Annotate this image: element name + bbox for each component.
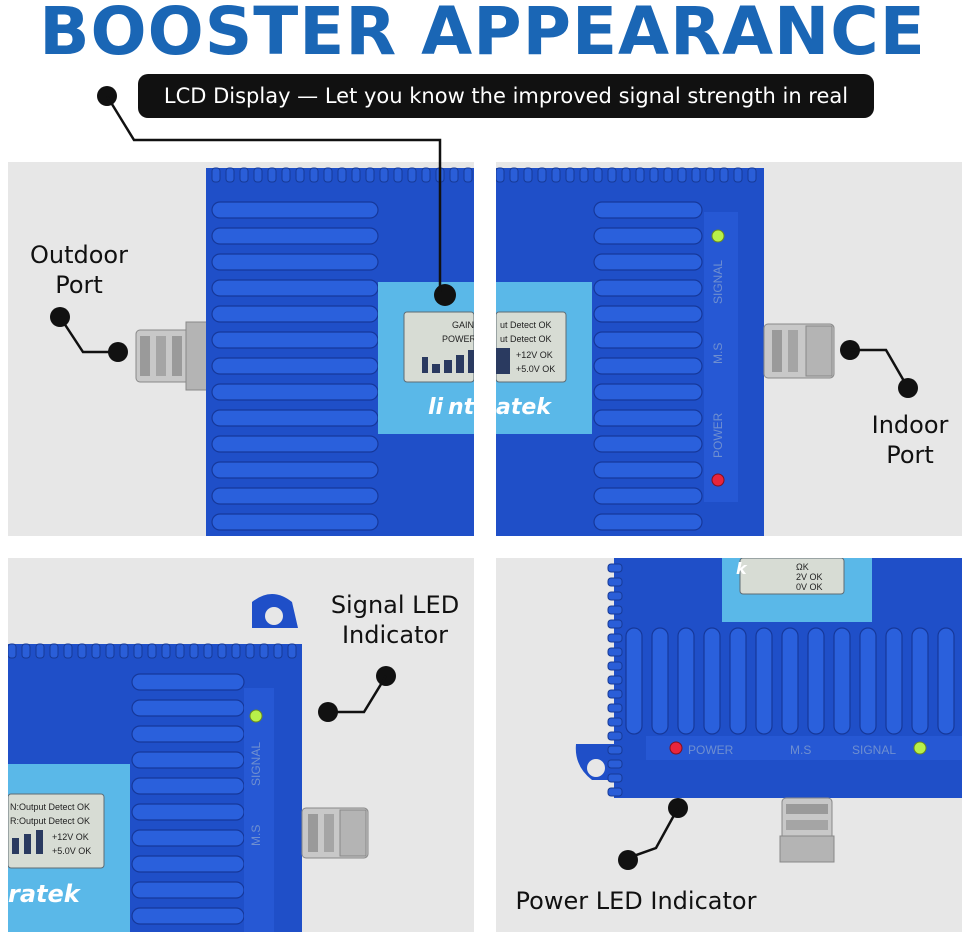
svg-text:+12V OK: +12V OK [52, 832, 89, 842]
panel-signal-led: SIGNAL M.S N:Output Detect OK R:Output D… [8, 558, 474, 932]
svg-text:R:Output Detect OK: R:Output Detect OK [10, 816, 90, 826]
svg-text:2V OK: 2V OK [796, 572, 823, 582]
svg-text:N:Output Detect OK: N:Output Detect OK [10, 802, 90, 812]
lcd-callout-dot [434, 284, 456, 306]
svg-text:POWER: POWER [688, 743, 734, 757]
svg-text:M.S: M.S [249, 825, 263, 846]
page-title: BOOSTER APPEARANCE [39, 0, 926, 70]
side-label-power: POWER [711, 412, 725, 458]
outdoor-port-connector [135, 321, 209, 391]
power-led-closeup [669, 741, 683, 755]
svg-text:SIGNAL: SIGNAL [249, 742, 263, 786]
svg-text:ΩK: ΩK [796, 562, 809, 572]
port-connector-closeup [301, 807, 369, 859]
booster-power-closeup: ΩK 2V OK 0V OK k POWER M.S SIGNAL [575, 558, 962, 863]
indoor-port-connector [763, 323, 835, 379]
booster-left-photo: GAIN POWER li nt [135, 167, 474, 536]
brand-logo-left-cont: nt [448, 395, 474, 420]
lcd-callout-dot-top [97, 86, 117, 106]
signal-led-closeup [249, 709, 263, 723]
side-label-ms: M.S [711, 343, 725, 364]
power-led-red [711, 473, 725, 487]
brand-logo-closeup: ratek [8, 880, 82, 908]
svg-text:ut Detect OK: ut Detect OK [500, 320, 552, 330]
panel-power-led: ΩK 2V OK 0V OK k POWER M.S SIGNAL Power … [496, 558, 962, 932]
booster-signal-closeup: SIGNAL M.S N:Output Detect OK R:Output D… [8, 594, 369, 932]
brand-logo-left: li [428, 395, 444, 420]
signal-led-green [711, 229, 725, 243]
brand-logo-right: atek [496, 395, 552, 420]
svg-text:+12V OK: +12V OK [516, 350, 553, 360]
port-connector-bottom [779, 797, 835, 863]
svg-text:ut Detect OK: ut Detect OK [500, 334, 552, 344]
svg-text:0V OK: 0V OK [796, 582, 823, 592]
svg-text:+5.0V OK: +5.0V OK [516, 364, 555, 374]
svg-text:SIGNAL: SIGNAL [852, 743, 896, 757]
lcd-display-caption: LCD Display — Let you know the improved … [138, 74, 874, 152]
svg-text:M.S: M.S [790, 743, 811, 757]
lcd-line-1: GAIN [452, 320, 474, 330]
power-led-label: Power LED Indicator [515, 887, 757, 915]
signal-led-closeup-2 [913, 741, 927, 755]
booster-right-photo: ut Detect OK ut Detect OK +12V OK +5.0V … [496, 167, 835, 536]
lcd-line-2: POWER [442, 334, 474, 344]
panel-indoor-port: ut Detect OK ut Detect OK +12V OK +5.0V … [496, 162, 962, 536]
side-label-signal: SIGNAL [711, 260, 725, 304]
svg-text:+5.0V OK: +5.0V OK [52, 846, 91, 856]
svg-text:k: k [736, 559, 748, 578]
